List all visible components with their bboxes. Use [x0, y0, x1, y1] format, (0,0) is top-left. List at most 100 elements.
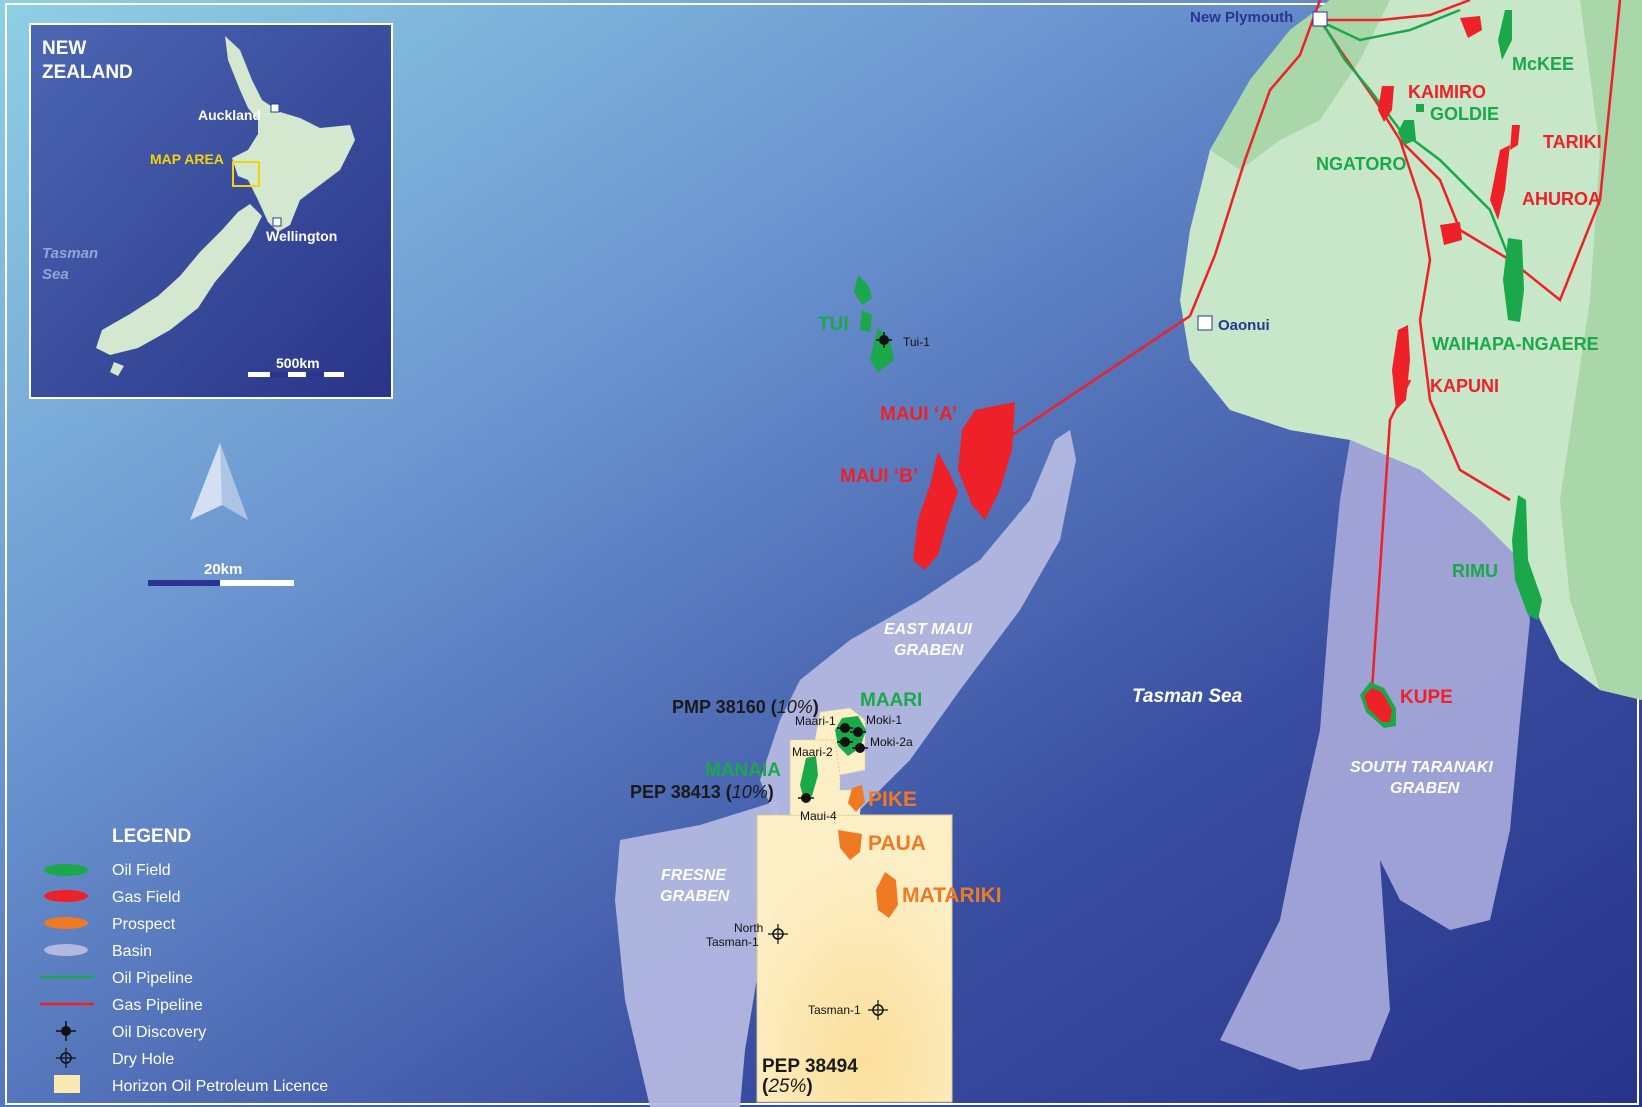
legend-item-oil-field: Oil Field — [112, 862, 171, 879]
gas-field-maui-b — [913, 452, 958, 570]
label-rimu: RIMU — [1452, 561, 1498, 581]
legend-item-licence: Horizon Oil Petroleum Licence — [112, 1078, 328, 1095]
inset-wellington-marker — [272, 217, 282, 227]
legend-licence-swatch — [54, 1075, 80, 1093]
label-kaimiro: KAIMIRO — [1408, 82, 1486, 102]
prospect-pike — [848, 785, 865, 812]
inset-stewart-island — [110, 362, 124, 376]
prospect-paua — [838, 830, 862, 860]
label-north-tasman-1a: North — [734, 921, 763, 935]
legend-item-oil-discovery: Oil Discovery — [112, 1024, 206, 1041]
oil-field-tui-b — [860, 310, 872, 332]
label-maari: MAARI — [860, 690, 922, 711]
legend-basin-swatch — [44, 944, 88, 956]
gas-field-ne — [1460, 16, 1482, 38]
label-tui: TUI — [818, 314, 849, 335]
label-paua: PAUA — [868, 832, 926, 855]
label-maari-1: Maari-1 — [795, 714, 836, 728]
gas-field-kapuni — [1392, 325, 1410, 410]
label-east-maui-2: GRABEN — [894, 642, 964, 659]
label-tariki: TARIKI — [1543, 132, 1602, 152]
label-kupe: KUPE — [1400, 687, 1453, 708]
label-waihapa-ngaere: WAIHAPA-NGAERE — [1432, 334, 1599, 354]
gas-pipeline-east — [1459, 0, 1622, 303]
label-manaia: MANAIA — [705, 760, 781, 781]
legend-item-dry-hole: Dry Hole — [112, 1051, 174, 1068]
inset-wellington: Wellington — [266, 228, 337, 244]
label-maari-2: Maari-2 — [792, 745, 833, 759]
oil-discovery-maui-4 — [798, 793, 814, 803]
oil-discovery-moki-1 — [850, 727, 866, 737]
scale-bar-main: 20km — [148, 561, 294, 586]
inset-auckland: Auckland — [198, 107, 261, 123]
label-south-taranaki-2: GRABEN — [1390, 780, 1460, 797]
basin-south-taranaki — [1220, 440, 1530, 1070]
gas-field-kupe — [1364, 688, 1392, 722]
label-pmp-38160: PMP 38160 (10%) — [672, 697, 819, 717]
gas-field-ahuroa — [1490, 145, 1510, 220]
label-fresne-2: GRABEN — [660, 888, 730, 905]
label-pike: PIKE — [868, 788, 917, 811]
legend-prospect-swatch — [44, 917, 88, 929]
scale-bar-main-label: 20km — [204, 561, 242, 578]
gas-fields — [913, 16, 1520, 570]
inset-scale-label: 500km — [276, 355, 320, 371]
basin-fresne — [615, 800, 780, 1107]
label-mckee: McKEE — [1512, 54, 1574, 74]
legend-oil-field-swatch — [44, 864, 88, 876]
well-symbols — [768, 332, 892, 1020]
label-south-taranaki-1: SOUTH TARANAKI — [1350, 759, 1493, 776]
label-moki-1: Moki-1 — [866, 713, 902, 727]
legend: LEGEND Oil Field Gas Field Prospect Basi… — [40, 826, 328, 1095]
label-tasman-sea: Tasman Sea — [1132, 686, 1243, 707]
prospects — [838, 785, 898, 918]
oil-field-tui-a — [854, 275, 872, 305]
oil-discovery-maari-1 — [837, 723, 853, 733]
inset-south-island — [96, 204, 262, 355]
label-tasman-1: Tasman-1 — [808, 1003, 861, 1017]
legend-title: LEGEND — [112, 826, 191, 847]
label-ngatoro: NGATORO — [1316, 154, 1406, 174]
legend-item-oil-pipeline: Oil Pipeline — [112, 970, 193, 987]
dry-hole-tasman-1 — [868, 1000, 888, 1020]
label-pep-38413: PEP 38413 (10%) — [630, 782, 774, 802]
inset-map-area-box — [232, 161, 260, 187]
town-oaonui: Oaonui — [1218, 317, 1270, 334]
legend-dry-hole-icon — [56, 1048, 76, 1068]
label-moki-2a: Moki-2a — [870, 735, 913, 749]
gas-field-tariki — [1510, 125, 1520, 150]
gas-field-kaimiro — [1378, 86, 1394, 122]
oil-discovery-tui-1 — [876, 332, 892, 348]
inset-map: NEW ZEALAND Auckland MAP AREA Wellington… — [29, 23, 393, 399]
north-arrow-icon — [190, 443, 248, 520]
inset-title-1: NEW — [42, 38, 86, 59]
legend-item-gas-pipeline: Gas Pipeline — [112, 997, 203, 1014]
oil-field-goldie — [1416, 104, 1424, 112]
oil-field-waihapa — [1503, 238, 1524, 322]
gas-pipeline-coast — [1188, 0, 1322, 317]
gas-pipeline-inland — [1398, 139, 1511, 502]
label-matariki: MATARIKI — [902, 884, 1002, 907]
oil-field-rimu — [1512, 495, 1542, 620]
label-ahuroa: AHUROA — [1522, 189, 1601, 209]
label-goldie: GOLDIE — [1430, 104, 1499, 124]
dry-hole-north-tasman-1 — [768, 924, 788, 944]
label-east-maui-1: EAST MAUI — [884, 621, 973, 638]
legend-item-gas-field: Gas Field — [112, 889, 180, 906]
inset-tasman-1: Tasman — [42, 245, 98, 262]
oil-field-ngatoro — [1398, 120, 1416, 145]
label-fresne-1: FRESNE — [661, 867, 727, 884]
gas-field-mid — [1440, 222, 1462, 245]
gas-field-maui-a — [958, 402, 1015, 520]
legend-item-basin: Basin — [112, 943, 152, 960]
label-maui-a: MAUI ‘A’ — [880, 404, 957, 425]
inset-auckland-marker — [270, 103, 280, 113]
label-kapuni: KAPUNI — [1430, 376, 1499, 396]
town-new-plymouth-marker — [1312, 11, 1328, 27]
gas-pipeline-ne — [1320, 0, 1471, 22]
legend-item-prospect: Prospect — [112, 916, 176, 933]
legend-oil-discovery-icon — [56, 1021, 76, 1041]
oil-field-manaia — [800, 756, 818, 800]
label-pep-38494-share: (25%) — [762, 1076, 813, 1097]
